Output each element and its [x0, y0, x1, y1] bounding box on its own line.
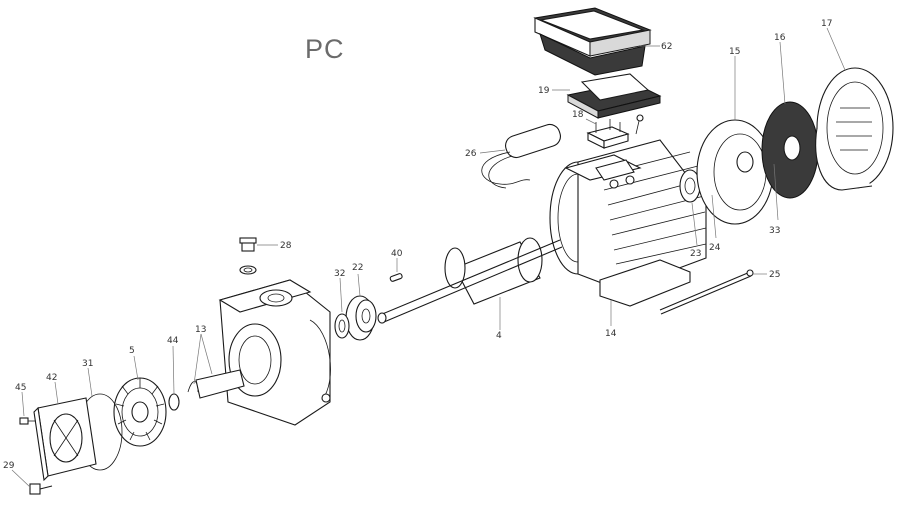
part-15-end-shield: [696, 119, 774, 225]
pump-housing: [218, 279, 331, 426]
label-18: 18: [572, 110, 584, 120]
label-22: 22: [352, 263, 363, 273]
label-40: 40: [391, 249, 403, 259]
part-42-cover-plate: [33, 397, 97, 482]
label-14: 14: [605, 329, 617, 339]
part-22-bearing: [345, 295, 377, 341]
label-28: 28: [280, 241, 292, 251]
part-25-tie-rod: [659, 269, 754, 315]
part-62-terminal-cover: [533, 7, 652, 76]
label-17: 17: [821, 19, 832, 29]
label-62: 62: [661, 42, 672, 52]
part-28-plug: [239, 237, 257, 275]
label-31: 31: [82, 359, 93, 369]
label-4: 4: [496, 331, 502, 341]
label-33: 33: [769, 226, 780, 236]
part-17-fan-cover: [815, 67, 894, 191]
label-44: 44: [167, 336, 179, 346]
part-45-screw: [19, 417, 36, 425]
label-24: 24: [709, 243, 721, 253]
label-45: 45: [15, 383, 26, 393]
part-19-terminal-base: [566, 73, 662, 119]
part-32-seal-ring: [334, 313, 350, 339]
part-14-motor-body: [549, 139, 707, 307]
part-44-o-ring: [168, 393, 180, 411]
diagram-title: PC: [305, 34, 345, 64]
label-13: 13: [195, 325, 206, 335]
part-4-rotor: [377, 237, 563, 324]
label-16: 16: [774, 33, 786, 43]
callouts: 62 19 18 15 16 17 26 28 40 32 22 13: [3, 19, 846, 488]
part-13-spring: [187, 369, 245, 399]
part-18-terminal-block: [586, 114, 644, 149]
part-5-impeller: [113, 377, 167, 447]
label-15: 15: [729, 47, 740, 57]
part-26-capacitor: [481, 123, 561, 189]
label-26: 26: [465, 149, 477, 159]
label-42: 42: [46, 373, 57, 383]
label-32: 32: [334, 269, 345, 279]
part-40-key: [389, 273, 403, 282]
label-23: 23: [690, 249, 701, 259]
part-16-fan: [761, 101, 819, 199]
label-25: 25: [769, 270, 780, 280]
part-29-bolt: [29, 483, 53, 495]
label-29: 29: [3, 461, 15, 471]
label-19: 19: [538, 86, 550, 96]
label-5: 5: [129, 346, 135, 356]
